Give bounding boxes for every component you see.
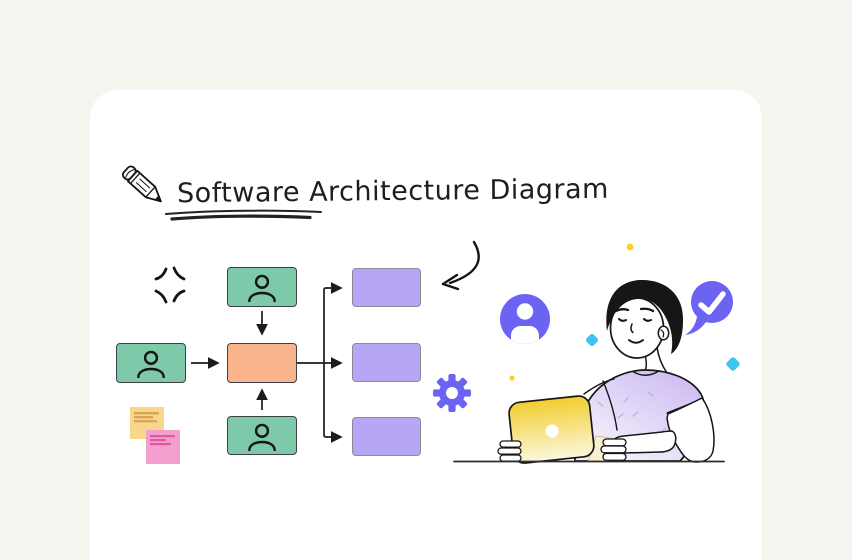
- person-icon: [137, 350, 165, 378]
- node-output-bottom: [352, 417, 421, 456]
- node-output-top: [352, 268, 421, 307]
- node-user-left: [116, 343, 186, 383]
- person-icon: [248, 423, 276, 451]
- person-icon: [248, 274, 276, 302]
- node-output-middle: [352, 343, 421, 382]
- node-user-top: [227, 267, 297, 307]
- node-user-bottom: [227, 416, 297, 455]
- node-process-center: [227, 343, 297, 383]
